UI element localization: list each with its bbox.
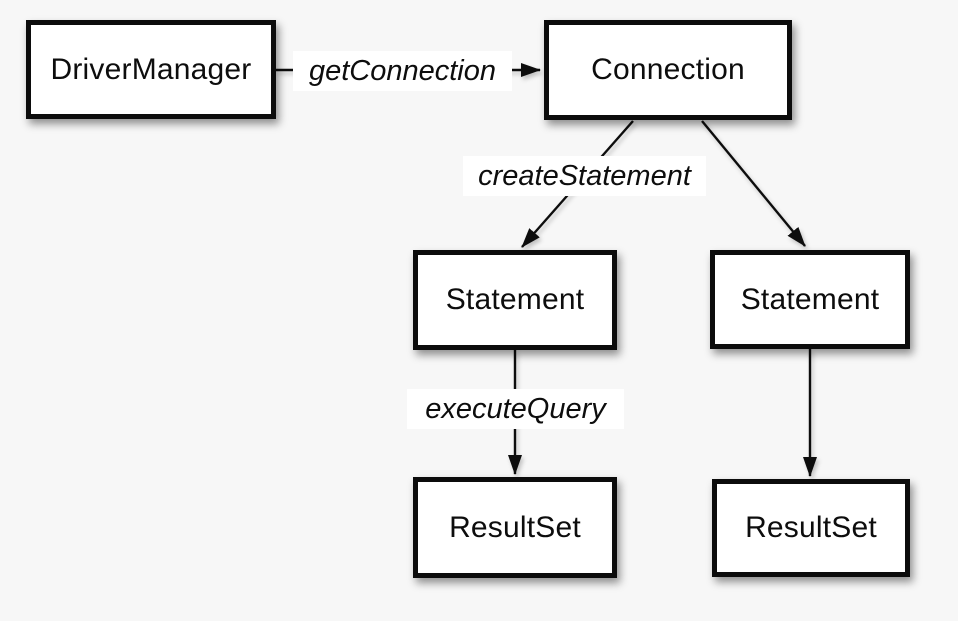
edge-label-getconnection: getConnection — [293, 51, 512, 91]
edge-label-createstatement: createStatement — [463, 156, 706, 196]
node-statement-left: Statement — [413, 250, 617, 350]
node-resultset-left: ResultSet — [413, 477, 617, 578]
node-statement-right: Statement — [710, 250, 910, 349]
node-connection: Connection — [544, 20, 792, 120]
edge-label-executequery: executeQuery — [407, 389, 624, 429]
edge-connection-to-statement2-line — [701, 120, 806, 247]
node-drivermanager: DriverManager — [26, 20, 276, 119]
node-resultset-right: ResultSet — [712, 479, 910, 577]
